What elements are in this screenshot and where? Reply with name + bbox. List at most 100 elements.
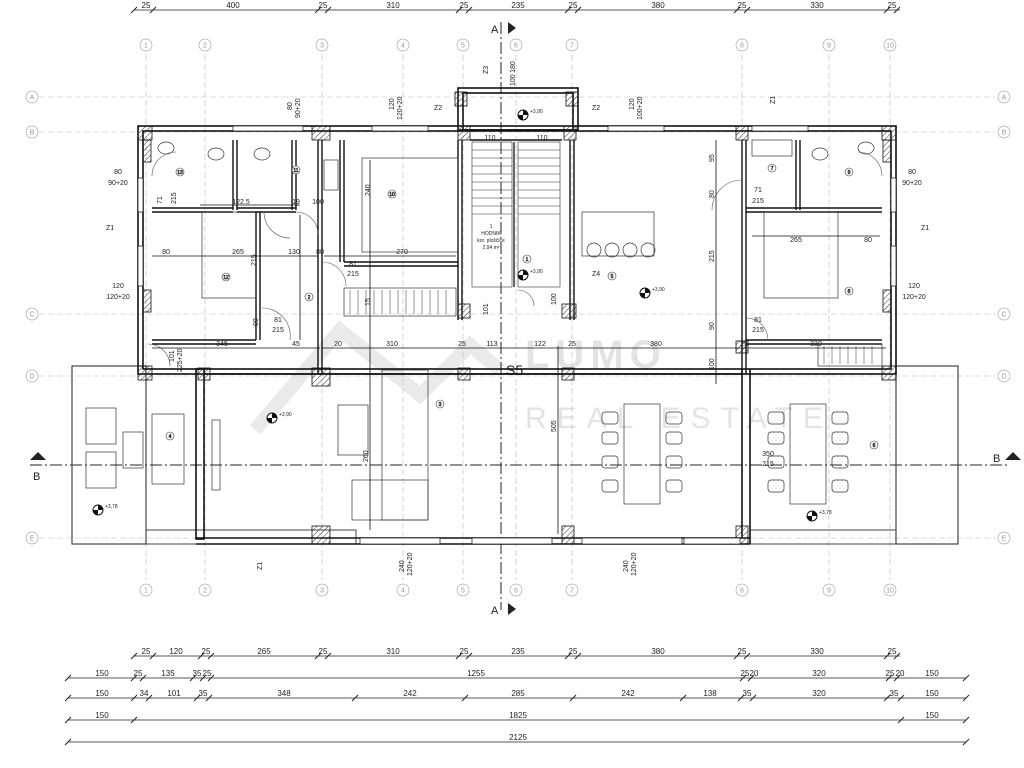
level-marker-4: +3,78	[105, 504, 118, 510]
section-label-a-bottom: A	[491, 605, 499, 617]
room-dim-d345: 345	[216, 341, 228, 348]
bottom-dim-r2-6: 1255	[467, 669, 485, 678]
bottom-dim-r1-2: 120	[169, 647, 183, 656]
door-arc-6	[711, 179, 743, 211]
room-dim-d100_180: 100 180	[510, 61, 517, 86]
top-dim-8: 380	[651, 1, 665, 10]
axis-bubble-row-e-left: E	[25, 531, 39, 545]
svg-text:2: 2	[203, 43, 207, 50]
stool-1	[586, 242, 602, 258]
svg-text:5: 5	[611, 274, 614, 280]
room-number-7: 7	[767, 163, 777, 173]
wall-code-z1-top: Z1	[770, 96, 777, 104]
room-number-6: 6	[869, 440, 879, 450]
room-dim-d380: 380	[650, 341, 662, 348]
wall-code-z1-right: Z1	[921, 225, 929, 232]
chair-9	[767, 411, 785, 425]
level-marker-icon-5	[806, 510, 818, 522]
room-dimensions: 80 90+20 120 120+20 110 110 120 100+20 1…	[106, 61, 926, 576]
axis-bubble-col-1-bottom: 1	[139, 583, 153, 597]
window-bottom-1	[359, 537, 441, 545]
bottom-dim-r4-2: 1825	[509, 711, 527, 720]
axis-bubble-col-9: 9	[822, 38, 836, 52]
axis-bubble-col-1: 1	[139, 38, 153, 52]
svg-text:1: 1	[144, 43, 148, 50]
chair-4	[601, 479, 619, 493]
room-dim-d215a: 215	[347, 271, 359, 278]
bottom-dim-r1-6: 310	[386, 647, 400, 656]
svg-text:8: 8	[740, 588, 744, 595]
svg-text:1: 1	[490, 224, 493, 230]
chair-3	[601, 455, 619, 469]
toilet-4	[811, 147, 829, 161]
svg-text:A: A	[30, 95, 35, 102]
bottom-dim-r2-11: 20	[896, 669, 905, 678]
watermark-line2: REAL ESTATE	[525, 402, 833, 435]
bottom-dim-r2-7: 25	[741, 669, 750, 678]
svg-text:9: 9	[827, 588, 831, 595]
terrace-left	[71, 365, 147, 545]
svg-text:1: 1	[526, 257, 529, 263]
svg-text:E: E	[1002, 536, 1007, 543]
chair-11	[767, 455, 785, 469]
bottom-dim-r3-3: 101	[167, 689, 181, 698]
bottom-dim-r1-5: 25	[319, 647, 328, 656]
level-marker-2: +3,90	[530, 269, 543, 275]
bottom-dim-r1-11: 25	[738, 647, 747, 656]
window-left-2	[137, 245, 144, 287]
room-numbers: 1 2 3 4 5 6 7 8 9 10 11 12 13	[165, 163, 879, 450]
room-number-11: 11	[291, 165, 301, 175]
svg-text:4: 4	[169, 434, 172, 440]
room-dim-d120R: 120	[908, 283, 920, 290]
axis-bubble-col-8-bottom: 8	[735, 583, 749, 597]
room-number-13: 13	[175, 167, 185, 177]
section-line-a: A A	[491, 22, 516, 617]
svg-text:2: 2	[203, 588, 207, 595]
chair-6	[665, 431, 683, 445]
room-dim-d71L: 71	[157, 196, 164, 204]
door-arc-10	[517, 289, 535, 307]
axis-bubble-row-c-right: C	[997, 307, 1011, 321]
level-marker-icon-4	[92, 504, 104, 516]
svg-text:A: A	[1002, 95, 1007, 102]
bed-left	[201, 211, 257, 299]
top-dim-9: 25	[738, 1, 747, 10]
room-dim-d215L: 215	[171, 192, 178, 204]
room-dim-d100_20a: 100+20	[637, 96, 644, 120]
top-dim-1: 25	[142, 1, 151, 10]
axis-bubble-col-8: 8	[735, 38, 749, 52]
interior-dimension-lines	[152, 140, 886, 534]
svg-text:5: 5	[461, 43, 465, 50]
bottom-dim-r2-9: 320	[812, 669, 826, 678]
bottom-dim-r4-3: 150	[925, 711, 939, 720]
room-dim-d19: 19	[292, 199, 300, 206]
bottom-dim-r2-12: 150	[925, 669, 939, 678]
svg-text:7: 7	[771, 166, 774, 172]
axis-bubble-col-10: 10	[883, 38, 897, 52]
axis-bubble-row-d-right: D	[997, 369, 1011, 383]
bottom-dim-r1-4: 265	[257, 647, 271, 656]
svg-text:9: 9	[827, 43, 831, 50]
window-left-1	[137, 177, 144, 213]
svg-text:10: 10	[389, 192, 395, 198]
axis-bubble-col-6-bottom: 6	[509, 583, 523, 597]
interior-walls	[152, 139, 882, 374]
room-dim-d81b: 81	[274, 317, 282, 324]
lounger-2	[85, 451, 117, 489]
watermark-logo	[249, 320, 505, 435]
doors	[147, 151, 883, 367]
level-markers: +3,90 +3,90 +3,90 +3,78 +3,78 +3,90	[92, 109, 832, 522]
level-marker-5: +3,78	[819, 510, 832, 516]
window-right-2	[890, 245, 897, 287]
top-dim-11: 25	[888, 1, 897, 10]
room-dim-d270: 270	[396, 249, 408, 256]
axis-bubble-row-d-left: D	[25, 369, 39, 383]
section-arrow-b-left	[30, 452, 46, 460]
axis-bubble-row-c-left: C	[25, 307, 39, 321]
room-number-1: 1	[522, 254, 532, 264]
bottom-dim-r3-12: 35	[890, 689, 899, 698]
door-arc-9	[147, 343, 171, 367]
wardrobe-right	[817, 343, 883, 367]
axis-bubble-col-7: 7	[565, 38, 579, 52]
wardrobe-hatch	[349, 290, 873, 364]
